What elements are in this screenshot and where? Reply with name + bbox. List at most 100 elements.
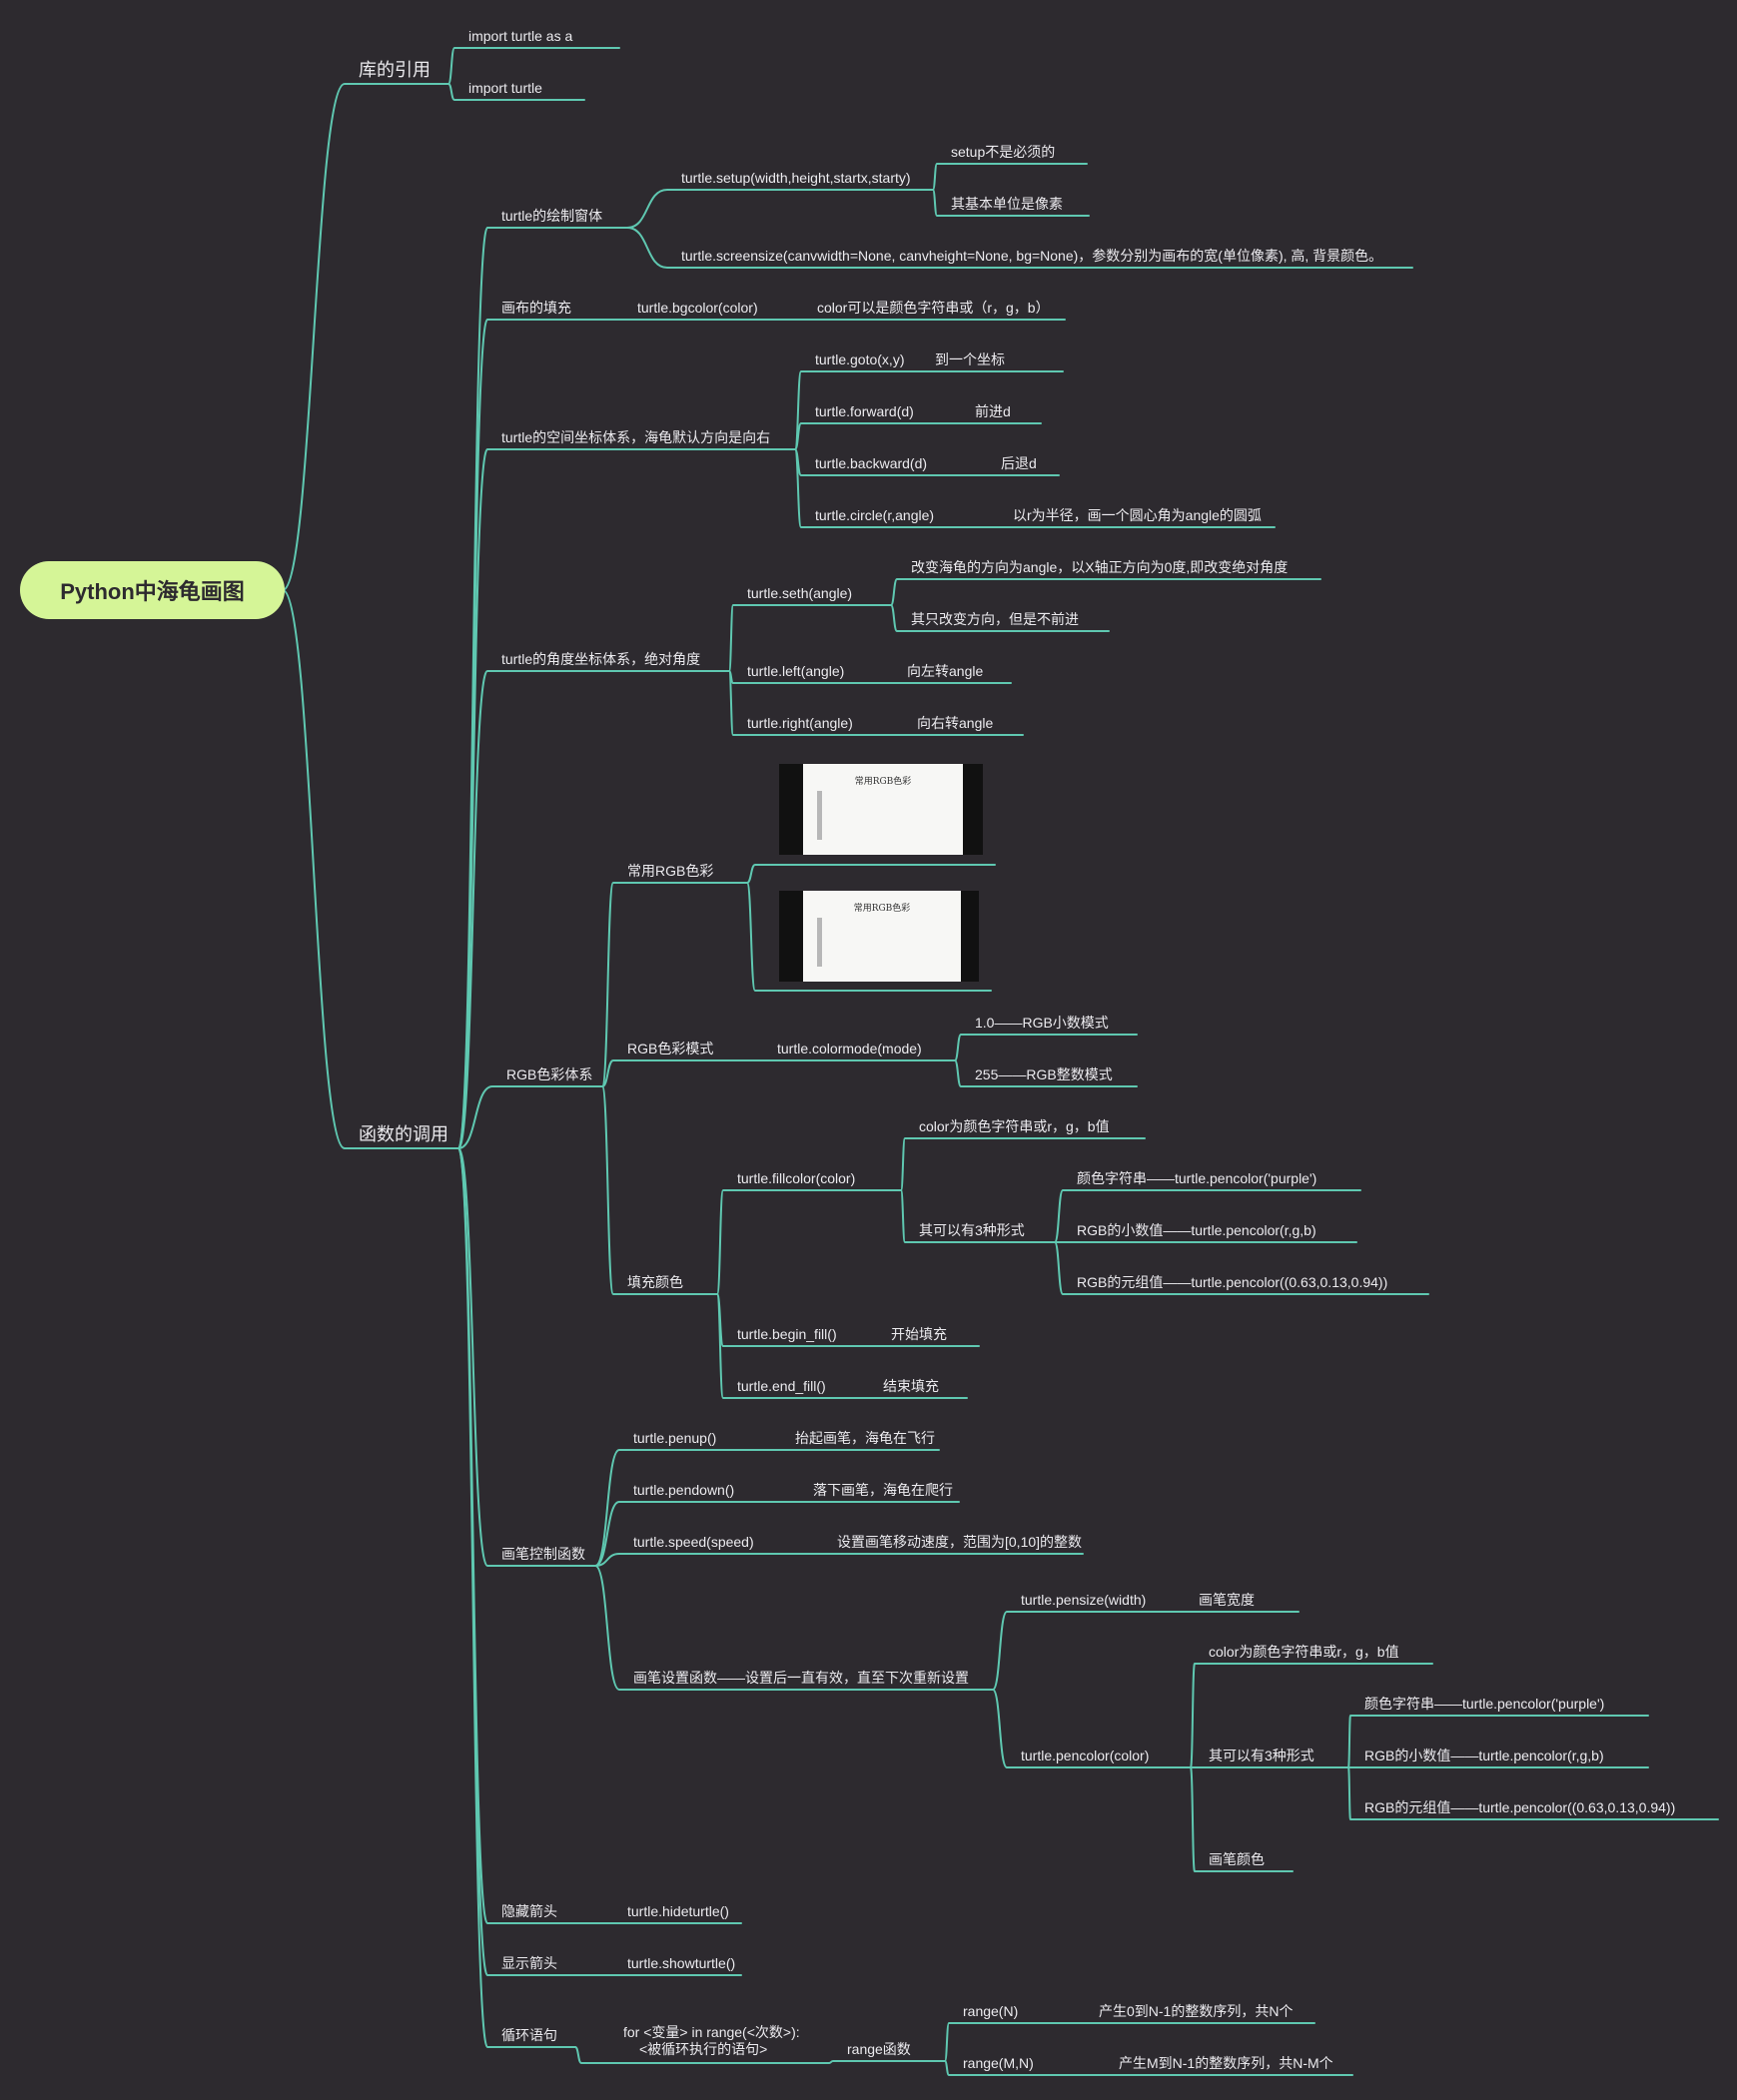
node-endn[interactable]: 结束填充 xyxy=(883,1378,939,1394)
node-begn[interactable]: 开始填充 xyxy=(891,1326,947,1342)
node-hidef[interactable]: turtle.hideturtle() xyxy=(627,1903,729,1919)
node-fwd[interactable]: turtle.forward(d) xyxy=(815,403,914,419)
node-space[interactable]: turtle的空间坐标体系，海龟默认方向是向右 xyxy=(501,429,771,445)
node-r2[interactable]: range(M,N) xyxy=(963,2055,1034,2071)
node-pu[interactable]: turtle.penup() xyxy=(633,1430,717,1446)
node-mode[interactable]: RGB色彩模式 xyxy=(627,1041,714,1056)
node-circ[interactable]: turtle.circle(r,angle) xyxy=(815,507,935,523)
node-common[interactable]: 常用RGB色彩 xyxy=(627,863,714,879)
link-ff3 xyxy=(1054,1241,1429,1295)
node-spdn[interactable]: 设置画笔移动速度，范围为[0,10]的整数 xyxy=(837,1534,1083,1550)
link-psz xyxy=(992,1611,1186,1691)
link-r1 xyxy=(944,2022,1086,2062)
node-ff3[interactable]: RGB的元组值——turtle.pencolor((0.63,0.13,0.94… xyxy=(1077,1274,1388,1290)
node-pen[interactable]: 画笔控制函数 xyxy=(501,1546,585,1562)
root-node[interactable]: Python中海龟画图 xyxy=(20,561,285,619)
node-func[interactable]: 函数的调用 xyxy=(359,1124,448,1144)
node-psz[interactable]: turtle.pensize(width) xyxy=(1021,1592,1147,1608)
node-liba[interactable]: import turtle as a xyxy=(468,28,573,44)
node-loop[interactable]: 循环语句 xyxy=(501,2027,557,2043)
rgb-table-image-2[interactable]: 常用RGB色彩 xyxy=(779,891,979,982)
node-pdn[interactable]: 落下画笔，海龟在爬行 xyxy=(813,1482,953,1498)
link-sn2 xyxy=(932,189,1090,217)
node-sn1[interactable]: setup不是必须的 xyxy=(951,144,1056,160)
node-m255[interactable]: 255——RGB整数模式 xyxy=(975,1066,1113,1082)
node-ff1[interactable]: 颜色字符串——turtle.pencolor('purple') xyxy=(1077,1170,1317,1186)
node-pcc[interactable]: 画笔颜色 xyxy=(1209,1851,1265,1867)
node-loop-code[interactable]: for <变量> in range(<次数>):<被循环执行的语句> xyxy=(623,2024,800,2058)
node-fcn[interactable]: color为颜色字符串或r，g，b值 xyxy=(919,1118,1110,1134)
node-r2n[interactable]: 产生M到N-1的整数序列，共N-M个 xyxy=(1119,2055,1333,2071)
link-forms1 xyxy=(900,1189,1056,1243)
link-spd xyxy=(594,1553,824,1567)
node-bgc[interactable]: turtle.bgcolor(color) xyxy=(637,300,758,316)
node-r1[interactable]: range(N) xyxy=(963,2003,1019,2019)
node-seth[interactable]: turtle.seth(angle) xyxy=(747,585,853,601)
node-hide[interactable]: 隐藏箭头 xyxy=(501,1903,557,1919)
node-bwd[interactable]: turtle.backward(d) xyxy=(815,455,928,471)
node-fill[interactable]: 填充颜色 xyxy=(627,1274,683,1290)
rgb-table-image-1[interactable]: 常用RGB色彩 xyxy=(779,764,983,855)
node-win[interactable]: turtle的绘制窗体 xyxy=(501,208,603,224)
link-pcc xyxy=(1190,1766,1294,1872)
node-ff2[interactable]: RGB的小数值——turtle.pencolor(r,g,b) xyxy=(1077,1222,1316,1238)
node-goto[interactable]: turtle.goto(x,y) xyxy=(815,351,905,367)
rgb-table-title: 常用RGB色彩 xyxy=(854,777,912,787)
node-pszn[interactable]: 画笔宽度 xyxy=(1199,1592,1255,1608)
node-sethn2[interactable]: 其只改变方向，但是不前进 xyxy=(911,611,1079,627)
link-fwd xyxy=(794,422,962,450)
node-rightn[interactable]: 向右转angle xyxy=(917,715,994,731)
link-sethn1 xyxy=(890,578,1321,606)
node-fillc[interactable]: 画布的填充 xyxy=(501,300,571,316)
node-pf3[interactable]: RGB的元组值——turtle.pencolor((0.63,0.13,0.94… xyxy=(1364,1799,1676,1815)
node-forms1[interactable]: 其可以有3种形式 xyxy=(919,1222,1025,1238)
node-fcol[interactable]: turtle.fillcolor(color) xyxy=(737,1170,856,1186)
node-forms2[interactable]: 其可以有3种形式 xyxy=(1209,1748,1314,1763)
link-right xyxy=(728,670,904,736)
node-pf1[interactable]: 颜色字符串——turtle.pencolor('purple') xyxy=(1364,1696,1605,1712)
loop-code-line-2: <被循环执行的语句> xyxy=(639,2041,768,2057)
rgb-table-paper: 常用RGB色彩 xyxy=(803,764,963,855)
node-bwdn[interactable]: 后退d xyxy=(1001,455,1037,471)
link-sethn2 xyxy=(890,604,1110,632)
node-left[interactable]: turtle.left(angle) xyxy=(747,663,845,679)
node-pc[interactable]: turtle.pencolor(color) xyxy=(1021,1748,1150,1763)
node-showf[interactable]: turtle.showturtle() xyxy=(627,1955,736,1971)
link-seth xyxy=(728,604,892,672)
link-set xyxy=(594,1565,994,1691)
node-pd[interactable]: turtle.pendown() xyxy=(633,1482,735,1498)
link-fcn xyxy=(900,1137,1146,1191)
link-loop xyxy=(457,1147,576,2048)
link-rng xyxy=(828,2060,946,2064)
node-leftn[interactable]: 向左转angle xyxy=(907,663,984,679)
node-circn[interactable]: 以r为半径，画一个圆心角为angle的圆弧 xyxy=(1013,507,1262,523)
node-show[interactable]: 显示箭头 xyxy=(501,1955,557,1971)
link-setup xyxy=(626,189,934,229)
node-setup[interactable]: turtle.setup(width,height,startx,starty) xyxy=(681,170,911,186)
node-set[interactable]: 画笔设置函数——设置后一直有效，直至下次重新设置 xyxy=(633,1670,969,1686)
node-lib[interactable]: 库的引用 xyxy=(359,60,431,80)
node-m1[interactable]: 1.0——RGB小数模式 xyxy=(975,1015,1109,1031)
node-sn2[interactable]: 其基本单位是像素 xyxy=(951,196,1063,212)
node-rng[interactable]: range函数 xyxy=(847,2041,911,2057)
node-beg[interactable]: turtle.begin_fill() xyxy=(737,1326,837,1342)
node-bgn[interactable]: color可以是颜色字符串或（r，g，b） xyxy=(817,300,1050,316)
node-end[interactable]: turtle.end_fill() xyxy=(737,1378,826,1394)
node-ang[interactable]: turtle的角度坐标体系，绝对角度 xyxy=(501,651,701,667)
node-spd[interactable]: turtle.speed(speed) xyxy=(633,1534,754,1550)
node-pf2[interactable]: RGB的小数值——turtle.pencolor(r,g,b) xyxy=(1364,1748,1604,1763)
node-pun[interactable]: 抬起画笔，海龟在飞行 xyxy=(795,1430,935,1446)
node-rgb[interactable]: RGB色彩体系 xyxy=(506,1066,593,1082)
node-gotn[interactable]: 到一个坐标 xyxy=(935,351,1005,367)
node-sethn1[interactable]: 改变海龟的方向为angle，以X轴正方向为0度,即改变绝对角度 xyxy=(911,559,1289,575)
node-r1n[interactable]: 产生0到N-1的整数序列，共N个 xyxy=(1099,2003,1294,2019)
node-scr[interactable]: turtle.screensize(canvwidth=None, canvhe… xyxy=(681,248,1383,264)
node-right[interactable]: turtle.right(angle) xyxy=(747,715,853,731)
node-cmode[interactable]: turtle.colormode(mode) xyxy=(777,1041,922,1056)
node-fwdn[interactable]: 前进d xyxy=(975,403,1011,419)
node-pcn[interactable]: color为颜色字符串或r，g，b值 xyxy=(1209,1644,1399,1660)
link-fcol xyxy=(716,1189,902,1295)
node-libb[interactable]: import turtle xyxy=(468,80,542,96)
link-fill xyxy=(601,1085,718,1295)
